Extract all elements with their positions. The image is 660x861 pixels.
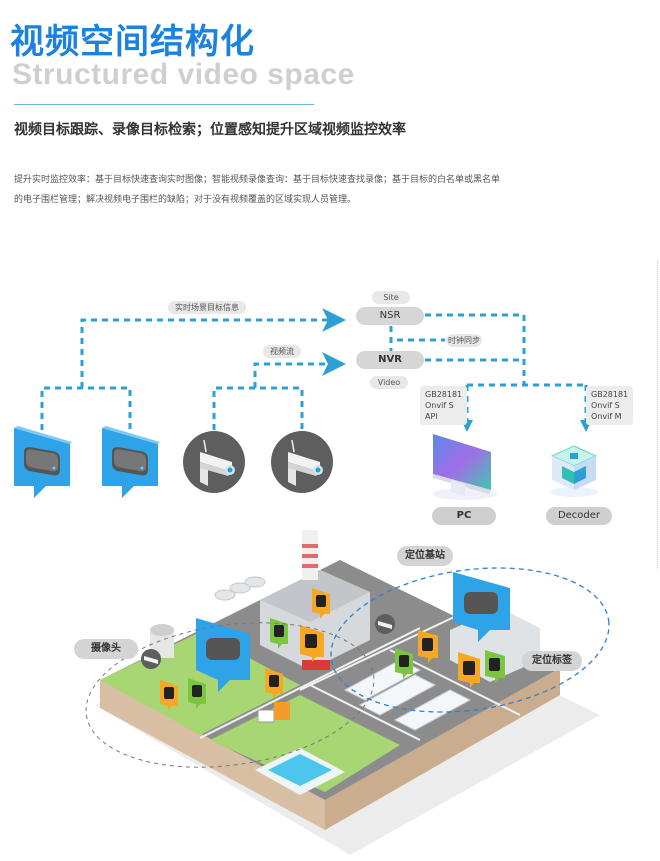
- label-clock-sync: 时钟同步: [446, 334, 482, 347]
- flow-diagram-lines: [40, 308, 592, 432]
- page-subtitle: Structured video space: [12, 58, 355, 91]
- label-realtime-target-info: 实时场景目标信息: [168, 301, 246, 314]
- positioning-tags: [160, 588, 505, 711]
- scene-base-station: [196, 618, 250, 692]
- protocols-pc: GB28181 Onvif S API: [420, 386, 468, 425]
- page-title: 视频空间结构化: [10, 22, 255, 62]
- line-cameras-to-nvr: [212, 386, 304, 430]
- protocols-decoder: GB28181 Onvif S Onvif M: [586, 386, 634, 425]
- node-nsr: NSR: [356, 307, 424, 325]
- label-video: Video: [370, 376, 408, 389]
- line-cameras-trunk: [253, 352, 346, 388]
- camera-icon: [271, 431, 333, 493]
- base-side-right: [325, 668, 560, 830]
- device-label-pc: PC: [432, 507, 496, 525]
- description-line-2: 的电子围栏管理；解决视频电子围栏的缺陷；对于没有视频覆盖的区域实现人员管理。: [14, 195, 357, 205]
- label-site: Site: [372, 291, 410, 304]
- base-side-left: [100, 680, 325, 830]
- line-nsr-out: [425, 313, 526, 385]
- scene-label-base-station: 定位基站: [397, 546, 453, 566]
- scene-base-station: [453, 572, 510, 642]
- description: 提升实时监控效率：基于目标快速查询实时图像；智能视频录像查询：基于目标快速查找录…: [14, 170, 554, 210]
- edge-divider: [657, 260, 658, 570]
- line-stations-trunk: [80, 308, 346, 388]
- base-station-icon: [102, 426, 160, 498]
- node-nvr: NVR: [356, 351, 424, 369]
- decoder-icon: [550, 445, 598, 497]
- label-video-stream: 视频流: [263, 345, 301, 358]
- description-line-1: 提升实时监控效率：基于目标快速查询实时图像；智能视频录像查询：基于目标快速查找录…: [14, 175, 501, 185]
- scene-label-positioning-tag: 定位标签: [522, 651, 582, 671]
- base-station-icon: [14, 426, 72, 498]
- headline: 视频目标跟踪、录像目标检索；位置感知提升区域视频监控效率: [14, 122, 406, 138]
- station-coverage-ellipse: [330, 567, 610, 713]
- camera-icon: [183, 431, 245, 493]
- pc-monitor-icon: [433, 434, 497, 500]
- scene-label-camera: 摄像头: [74, 639, 138, 659]
- title-divider: [14, 104, 314, 105]
- factory-scene-illustration: [85, 530, 610, 855]
- device-label-decoder: Decoder: [546, 507, 612, 525]
